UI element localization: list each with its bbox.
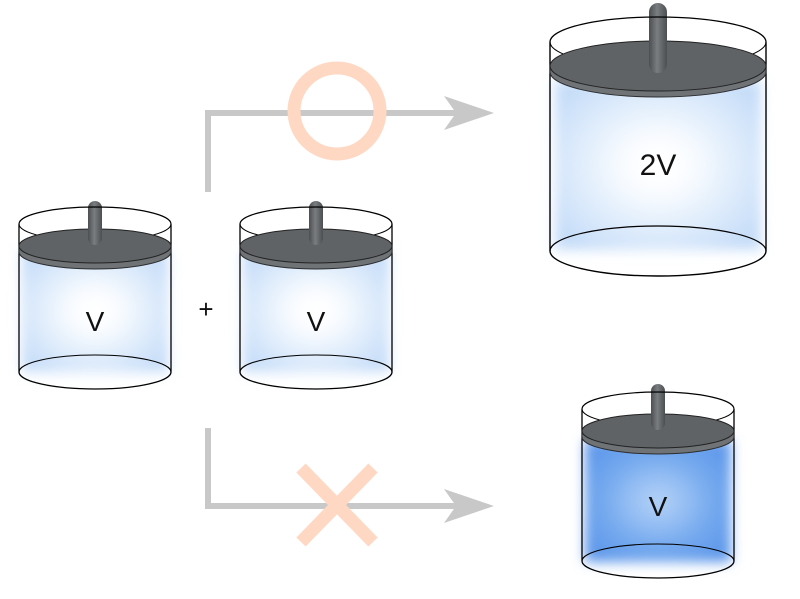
label-top-right-volume: 2V [640,149,677,182]
label-middle-volume: V [307,306,326,337]
cylinder-middle [239,201,393,390]
plus-sign: + [198,294,213,324]
arrow-upper [205,96,494,192]
cylinder-top-right [549,3,767,277]
label-bottom-right-volume: V [649,491,668,522]
cross-icon [296,463,378,547]
arrow-lower [205,428,494,523]
cylinder-bottom-right [581,384,735,579]
cylinder-left [18,201,172,390]
label-left-volume: V [86,306,105,337]
circle-icon [287,61,387,161]
